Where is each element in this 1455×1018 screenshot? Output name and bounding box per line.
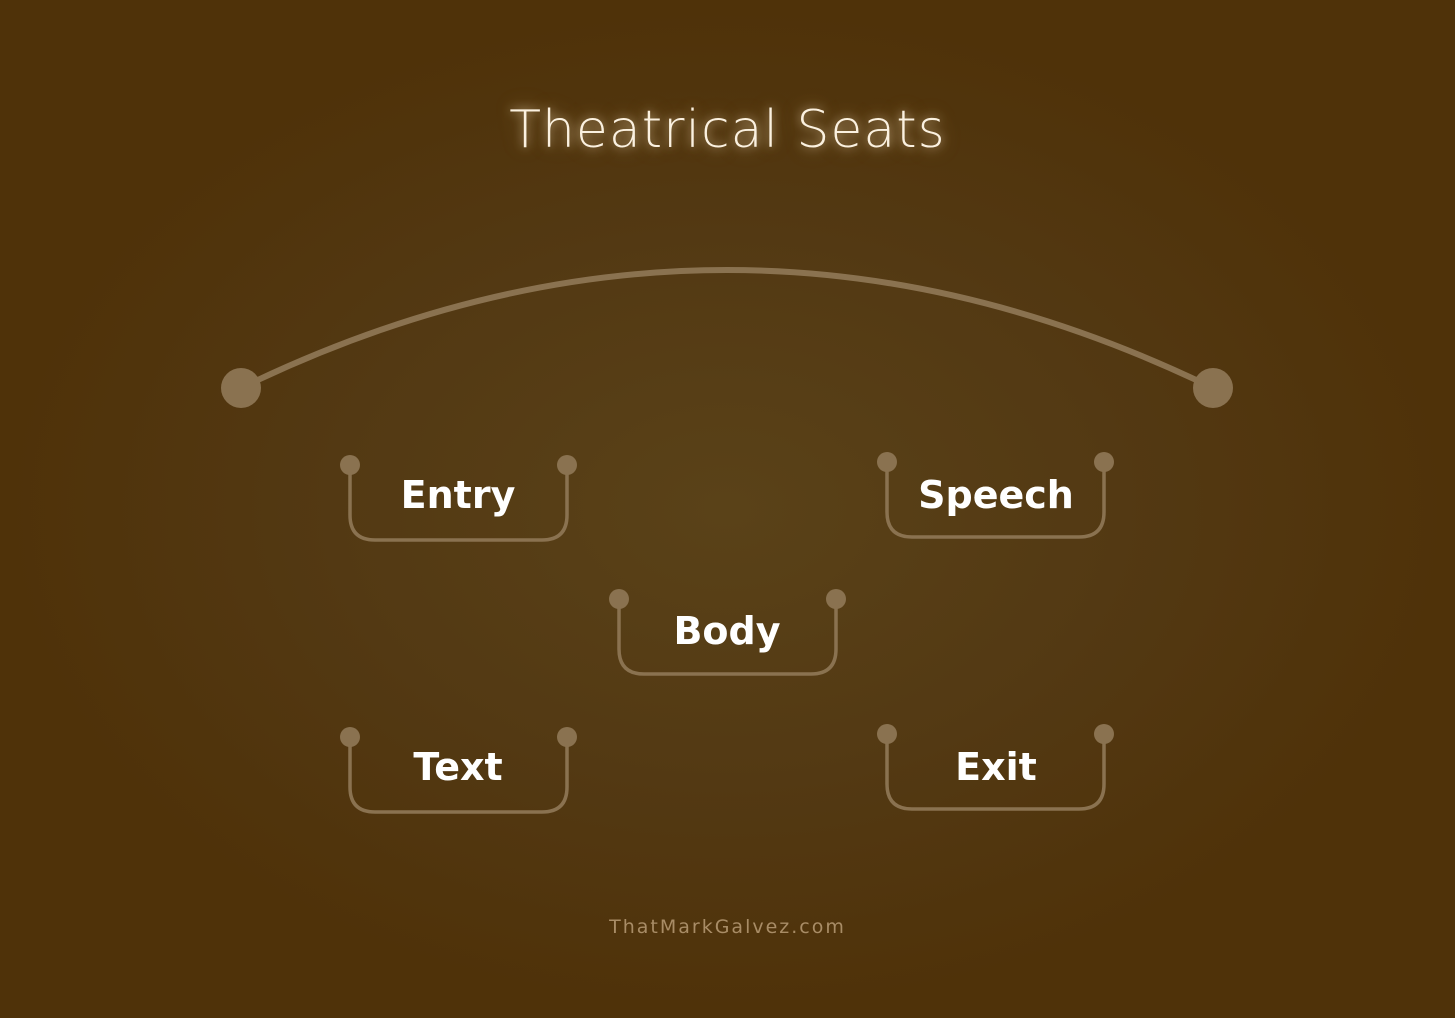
seat-label-text: Text	[413, 745, 503, 789]
footer-credit: ThatMarkGalvez.com	[609, 916, 846, 938]
stage-arc	[238, 267, 1216, 391]
seat-label-entry: Entry	[400, 473, 516, 517]
seat-bracket-text	[340, 727, 577, 814]
seat-bracket-body	[609, 589, 846, 676]
stage-arc-left-end	[221, 368, 261, 408]
seat-label-body: Body	[673, 609, 781, 653]
seat-bracket-exit	[877, 724, 1114, 811]
seat-bracket-entry	[340, 455, 577, 542]
diagram-title: Theatrical Seats	[509, 100, 946, 160]
stage-arc-right-end	[1193, 368, 1233, 408]
seat-label-speech: Speech	[918, 473, 1074, 517]
seat-bracket-speech	[877, 452, 1114, 539]
seat-label-exit: Exit	[955, 745, 1037, 789]
